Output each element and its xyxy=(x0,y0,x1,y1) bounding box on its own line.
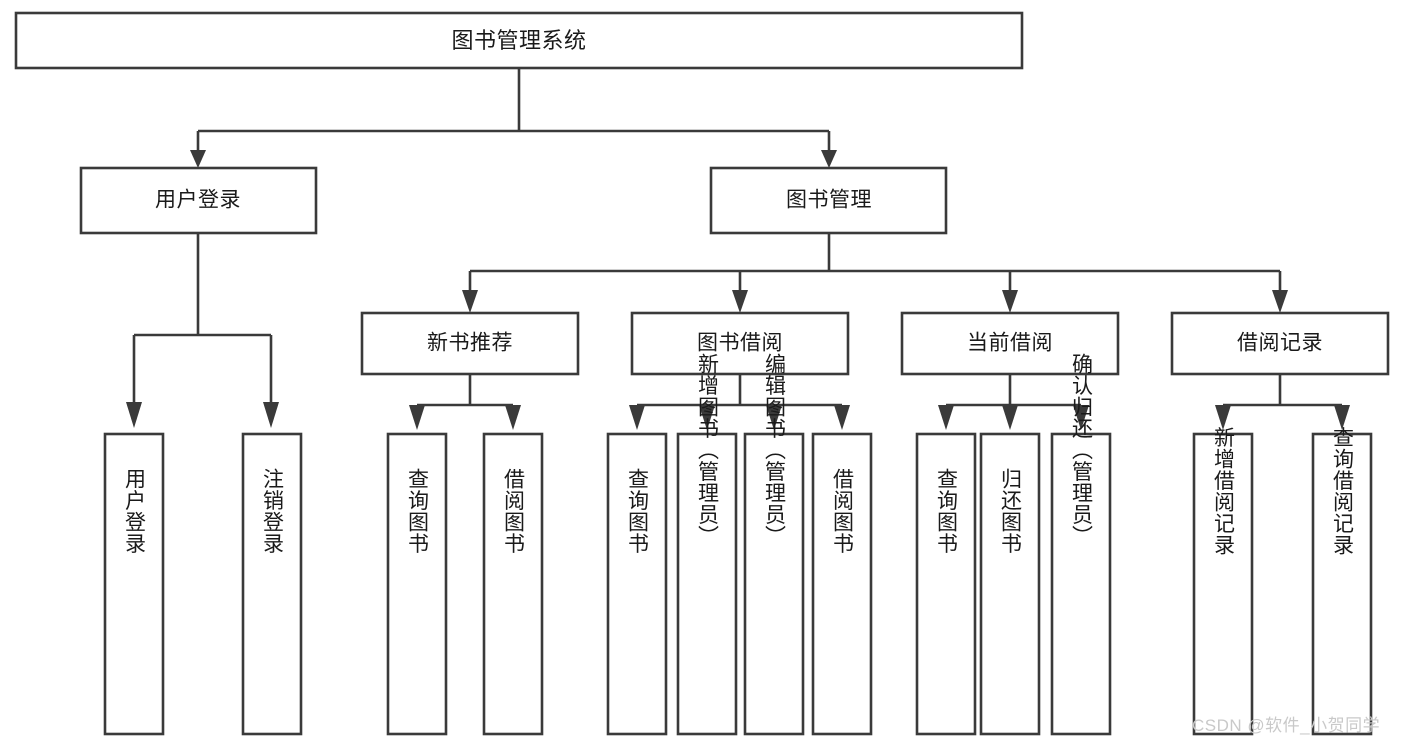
arrowhead-leaf-edit-book xyxy=(766,405,782,430)
arrowhead-book-manage xyxy=(821,150,837,168)
leaf-query-book-2-label: 查询图书 xyxy=(626,468,650,554)
node-book-manage[interactable]: 图书管理 xyxy=(709,166,948,235)
leaf-edit-book-box[interactable] xyxy=(743,432,805,736)
node-leaf-borrow-book-2[interactable]: 借阅图书 xyxy=(811,432,873,736)
node-root[interactable]: 图书管理系统 xyxy=(14,11,1024,70)
arrowhead-book-borrow xyxy=(732,290,748,313)
arrowhead-user-login xyxy=(190,150,206,168)
node-current-borrow[interactable]: 当前借阅 xyxy=(900,311,1120,376)
leaf-add-book-box[interactable] xyxy=(676,432,738,736)
leaf-edit-book-label: 编辑图书（管理员） xyxy=(763,353,787,547)
leaf-query-record-box[interactable] xyxy=(1311,432,1373,736)
leaf-query-record-label: 查询借阅记录 xyxy=(1331,427,1355,556)
node-leaf-add-book[interactable]: 新增图书（管理员） xyxy=(676,353,738,736)
leaf-borrow-book-2-box[interactable] xyxy=(811,432,873,736)
leaf-return-book-label: 归还图书 xyxy=(999,468,1023,554)
leaf-query-book-2-box[interactable] xyxy=(606,432,668,736)
node-leaf-user-login[interactable]: 用户登录 xyxy=(103,432,165,736)
borrow-record-box[interactable] xyxy=(1170,311,1390,376)
leaf-borrow-book-1-box[interactable] xyxy=(482,432,544,736)
arrowhead-leaf-user-login xyxy=(126,402,142,428)
book-borrow-label: 图书借阅 xyxy=(697,332,783,355)
node-leaf-query-record[interactable]: 查询借阅记录 xyxy=(1311,427,1373,736)
arrowhead-leaf-borrow-book-1 xyxy=(505,405,521,430)
arrowhead-leaf-logout xyxy=(263,402,279,428)
leaf-borrow-book-2-label: 借阅图书 xyxy=(831,468,855,554)
current-borrow-box[interactable] xyxy=(900,311,1120,376)
arrowhead-leaf-query-book-3 xyxy=(938,405,954,430)
leaf-confirm-return-box[interactable] xyxy=(1050,432,1112,736)
node-leaf-query-book-2[interactable]: 查询图书 xyxy=(606,432,668,736)
leaf-return-book-box[interactable] xyxy=(979,432,1041,736)
book-borrow-box[interactable] xyxy=(630,311,850,376)
node-leaf-add-record[interactable]: 新增借阅记录 xyxy=(1192,427,1254,736)
leaf-add-record-label: 新增借阅记录 xyxy=(1212,427,1236,556)
node-leaf-edit-book[interactable]: 编辑图书（管理员） xyxy=(743,353,805,736)
node-book-borrow[interactable]: 图书借阅 xyxy=(630,311,850,376)
new-book-recommend-label: 新书推荐 xyxy=(427,332,513,355)
leaf-query-book-3-label: 查询图书 xyxy=(935,468,959,554)
root-box[interactable] xyxy=(14,11,1024,70)
node-user-login[interactable]: 用户登录 xyxy=(79,166,318,235)
leaf-query-book-1-label: 查询图书 xyxy=(406,468,430,554)
watermark: CSDN @软件_小贺同学 xyxy=(1192,716,1381,735)
node-borrow-record[interactable]: 借阅记录 xyxy=(1170,311,1390,376)
book-manage-label: 图书管理 xyxy=(786,189,872,212)
leaf-borrow-book-1-label: 借阅图书 xyxy=(502,468,526,554)
user-login-box[interactable] xyxy=(79,166,318,235)
arrowhead-current-borrow xyxy=(1002,290,1018,313)
arrowhead-leaf-query-record xyxy=(1334,405,1350,430)
leaf-query-book-1-box[interactable] xyxy=(386,432,448,736)
node-leaf-query-book-1[interactable]: 查询图书 xyxy=(386,432,448,736)
node-leaf-return-book[interactable]: 归还图书 xyxy=(979,432,1041,736)
arrowhead-leaf-confirm-return xyxy=(1073,405,1089,430)
arrowhead-leaf-query-book-1 xyxy=(409,405,425,430)
arrowhead-leaf-add-book xyxy=(699,405,715,430)
user-login-label: 用户登录 xyxy=(155,189,241,212)
node-leaf-query-book-3[interactable]: 查询图书 xyxy=(915,432,977,736)
leaf-user-login-box[interactable] xyxy=(103,432,165,736)
node-leaf-borrow-book-1[interactable]: 借阅图书 xyxy=(482,432,544,736)
arrowhead-leaf-query-book-2 xyxy=(629,405,645,430)
current-borrow-label: 当前借阅 xyxy=(967,332,1053,355)
arrowhead-leaf-add-record xyxy=(1215,405,1231,430)
leaf-logout-box[interactable] xyxy=(241,432,303,736)
node-leaf-logout[interactable]: 注销登录 xyxy=(241,432,303,736)
root-label: 图书管理系统 xyxy=(451,28,586,53)
arrowhead-new-book-recommend xyxy=(462,290,478,313)
arrowhead-borrow-record xyxy=(1272,290,1288,313)
leaf-user-login-label: 用户登录 xyxy=(123,468,147,554)
node-new-book-recommend[interactable]: 新书推荐 xyxy=(360,311,580,376)
leaf-add-book-label: 新增图书（管理员） xyxy=(696,353,720,547)
book-manage-box[interactable] xyxy=(709,166,948,235)
arrowhead-leaf-borrow-book-2 xyxy=(834,405,850,430)
new-book-recommend-box[interactable] xyxy=(360,311,580,376)
leaf-confirm-return-label: 确认归还（管理员） xyxy=(1070,353,1094,547)
leaf-logout-label: 注销登录 xyxy=(261,468,285,554)
leaf-query-book-3-box[interactable] xyxy=(915,432,977,736)
arrowhead-leaf-return-book xyxy=(1002,405,1018,430)
edge-layer xyxy=(126,68,1350,430)
leaf-add-record-box[interactable] xyxy=(1192,432,1254,736)
node-leaf-confirm-return[interactable]: 确认归还（管理员） xyxy=(1050,353,1112,736)
borrow-record-label: 借阅记录 xyxy=(1237,332,1323,355)
